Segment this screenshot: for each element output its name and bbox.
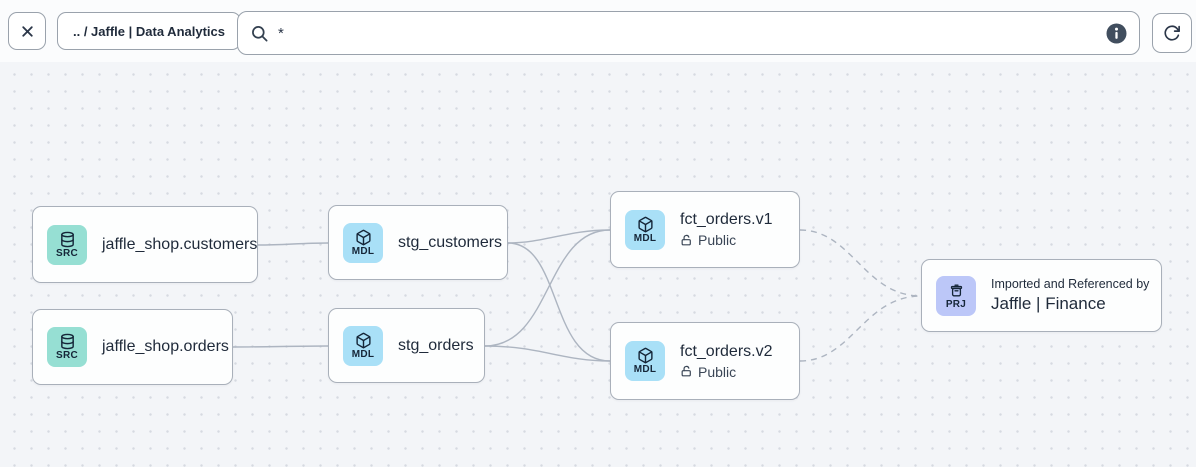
project-title: Jaffle | Finance (991, 294, 1106, 313)
badge-label: PRJ (945, 298, 967, 310)
search-icon (252, 25, 268, 41)
search-input[interactable] (278, 24, 1097, 42)
project-badge: PRJ (936, 275, 976, 316)
model-badge: MDL (343, 325, 383, 366)
search-box[interactable] (237, 11, 1140, 55)
access-label: Public (698, 363, 737, 380)
cube-icon (355, 229, 371, 245)
node-fct-orders-v1[interactable]: MDL fct_orders.v1 Public (610, 191, 800, 268)
badge-label: MDL (633, 232, 657, 244)
open-padlock-icon (681, 365, 691, 377)
badge-label: MDL (633, 364, 657, 375)
badge-label: SRC (55, 350, 78, 361)
source-badge: SRC (47, 224, 87, 265)
node-title: fct_orders.v2 (680, 342, 773, 360)
access-row: Public (680, 364, 772, 380)
model-badge: MDL (625, 209, 665, 250)
badge-label: SRC (55, 247, 78, 259)
open-padlock-icon (681, 234, 691, 245)
archive-box-icon (950, 284, 962, 296)
node-jaffle-shop-orders[interactable]: SRC jaffle_shop.orders (32, 309, 233, 385)
node-fct-orders-v2[interactable]: MDL fct_orders.v2 Public (610, 322, 800, 400)
node-project-jaffle-finance[interactable]: PRJ Imported and Referenced by Jaffle | … (921, 259, 1162, 332)
node-stg-orders[interactable]: MDL stg_orders (328, 308, 485, 383)
access-row: Public (680, 232, 772, 248)
close-icon (21, 25, 33, 37)
node-stg-customers[interactable]: MDL stg_customers (328, 205, 508, 280)
breadcrumb-button[interactable]: .. / Jaffle | Data Analytics (57, 12, 241, 50)
cube-icon (637, 347, 653, 364)
project-subtitle: Imported and Referenced by (991, 277, 1150, 291)
database-icon (60, 231, 74, 247)
node-title: fct_orders.v1 (680, 211, 773, 228)
source-badge: SRC (47, 327, 87, 367)
model-badge: MDL (625, 341, 665, 381)
toolbar: .. / Jaffle | Data Analytics (0, 0, 1196, 62)
close-button[interactable] (8, 12, 46, 50)
access-label: Public (698, 232, 737, 248)
model-badge: MDL (343, 222, 383, 263)
refresh-button[interactable] (1152, 13, 1192, 53)
cube-icon (637, 216, 653, 232)
badge-label: MDL (351, 245, 375, 257)
node-title: jaffle_shop.orders (102, 338, 229, 355)
database-icon (60, 333, 74, 350)
node-jaffle-shop-customers[interactable]: SRC jaffle_shop.customers (32, 206, 258, 283)
breadcrumb: .. / Jaffle | Data Analytics (73, 23, 225, 39)
refresh-icon (1164, 25, 1180, 41)
badge-label: MDL (351, 348, 375, 360)
node-title: jaffle_shop.customers (102, 235, 258, 253)
node-title: stg_orders (398, 336, 474, 354)
node-title: stg_customers (398, 233, 503, 251)
info-icon[interactable] (1106, 23, 1127, 44)
cube-icon (355, 332, 371, 348)
